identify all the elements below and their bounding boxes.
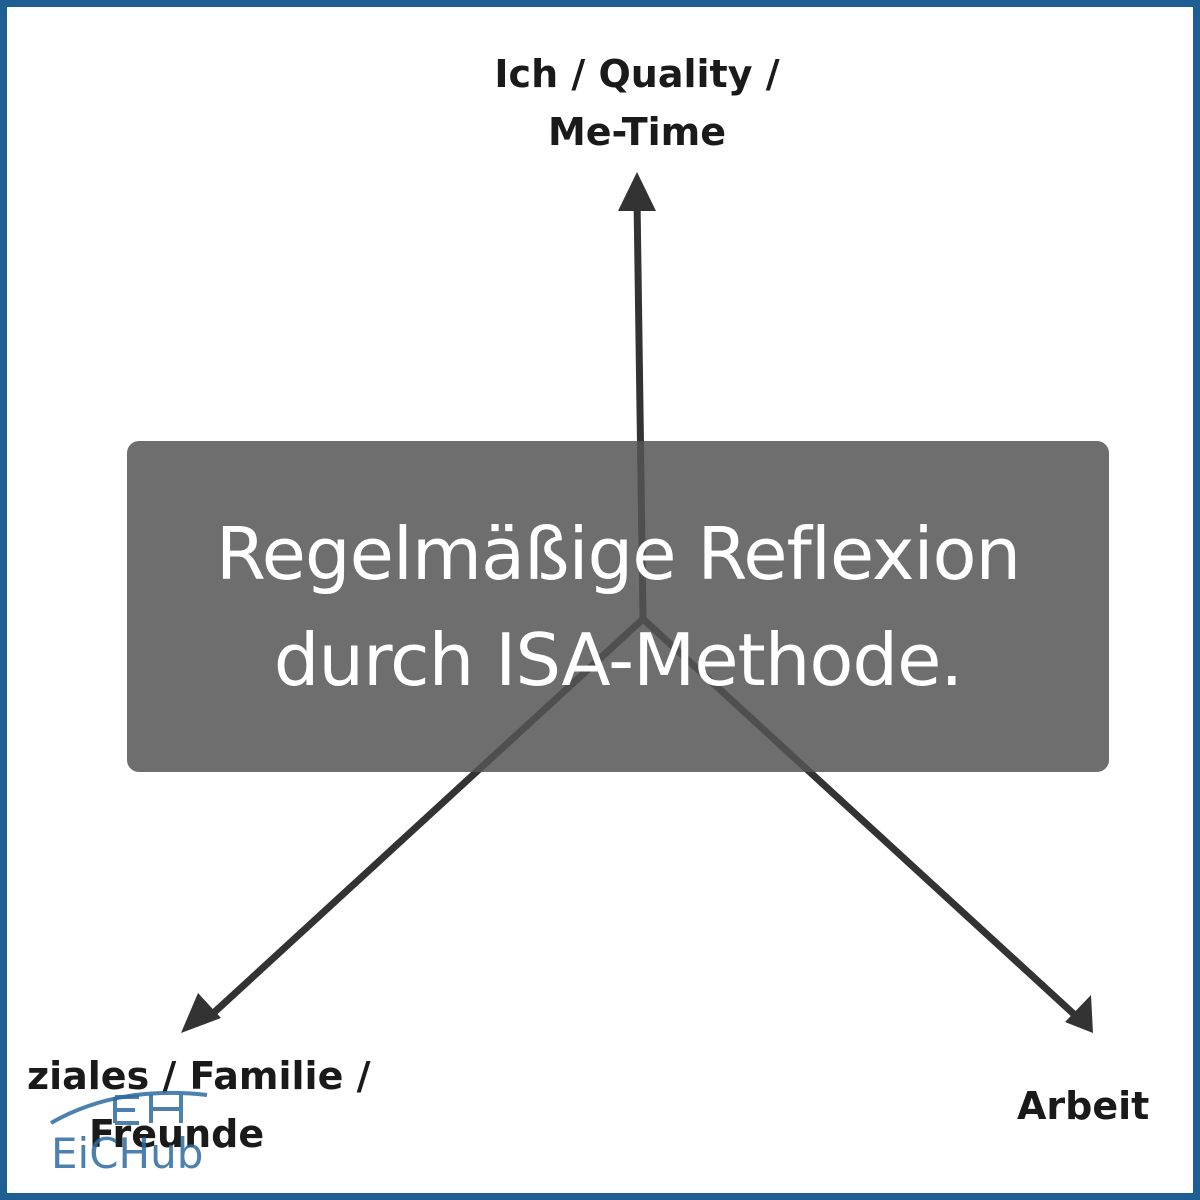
logo-text: EiCHub [51,1129,204,1178]
caption-line2: durch ISA-Methode. [273,617,964,702]
axis-label-arbeit: Arbeit [1017,1084,1150,1128]
arrowhead-right [1065,995,1093,1033]
arrowhead-top [618,172,656,211]
axis-label-top-line2: Me-Time [547,110,727,154]
axis-label-me-time: Ich / Quality / Me-Time [387,45,887,161]
caption-text: Regelmäßige Reflexion durch ISA-Methode. [215,501,1021,713]
arrowhead-left [181,993,221,1033]
caption-line1: Regelmäßige Reflexion [215,511,1021,596]
eichub-logo: EiCHub [47,1079,217,1179]
axis-label-soziales: ziales / Familie / Freunde [27,1047,427,1163]
axis-label-left-line2: Freunde [89,1112,265,1156]
caption-overlay: Regelmäßige Reflexion durch ISA-Methode. [127,441,1109,772]
axis-label-left-line1: ziales / Familie / [27,1054,371,1098]
axis-label-top-line1: Ich / Quality / [494,52,780,96]
logo-mark [50,1090,208,1125]
